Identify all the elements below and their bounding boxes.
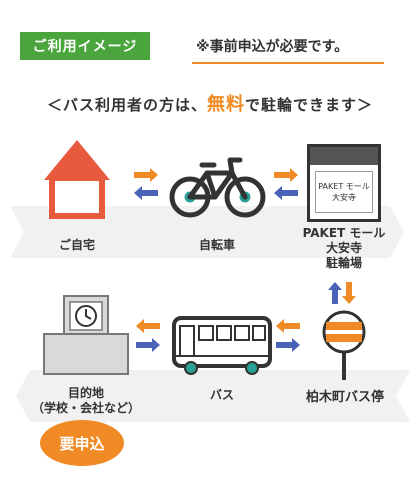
application-required-badge: 要申込 — [40, 420, 124, 466]
parking-building: PAKET モール 大安寺 — [307, 144, 381, 222]
parking-building-roof — [310, 147, 378, 165]
parking-sign: PAKET モール 大安寺 — [315, 171, 373, 213]
arrows-parking-busstop — [328, 282, 356, 304]
parking-label: PAKET モール 大安寺 駐輪場 — [294, 226, 394, 271]
advance-application-notice: ※事前申込が必要です。 — [196, 39, 349, 55]
parking-sign-line1: PAKET モール — [318, 182, 370, 191]
bus-icon — [172, 316, 272, 375]
arrows-bus-busstop — [276, 319, 300, 352]
parking-label-line2: 大安寺 — [325, 241, 362, 255]
usage-image-tag: ご利用イメージ — [20, 32, 150, 60]
bus-label: バス — [209, 388, 234, 402]
arrows-bicycle-parking — [274, 168, 298, 200]
bicycle-icon — [169, 157, 266, 218]
building-icon — [43, 295, 129, 375]
parking-label-line3: 駐輪場 — [325, 256, 362, 270]
destination-label-line1: 目的地 — [67, 386, 104, 400]
destination-label-line2: （学校・会社など） — [31, 401, 140, 415]
bicycle-label: 自転車 — [198, 238, 235, 252]
top-band — [10, 206, 404, 258]
bus-stop-sign-icon — [322, 310, 366, 380]
headline: ＜バス利用者の方は、無料で駐輪できます＞ — [0, 90, 420, 116]
parking-sign-line2: 大安寺 — [332, 193, 356, 202]
bottom-band — [16, 370, 410, 422]
home-label: ご自宅 — [58, 238, 95, 252]
arrows-home-bicycle — [134, 168, 158, 200]
parking-label-line1: PAKET モール — [302, 226, 386, 240]
headline-before: ＜バス利用者の方は、 — [46, 96, 207, 114]
headline-after: で駐輪できます＞ — [245, 96, 374, 114]
headline-highlight: 無料 — [207, 94, 245, 115]
home-icon — [44, 140, 110, 219]
arrows-building-bus — [136, 319, 160, 352]
notice-underline — [192, 62, 384, 64]
bus-stop-label: 柏木町バス停 — [305, 390, 384, 405]
destination-label: 目的地 （学校・会社など） — [26, 386, 146, 416]
